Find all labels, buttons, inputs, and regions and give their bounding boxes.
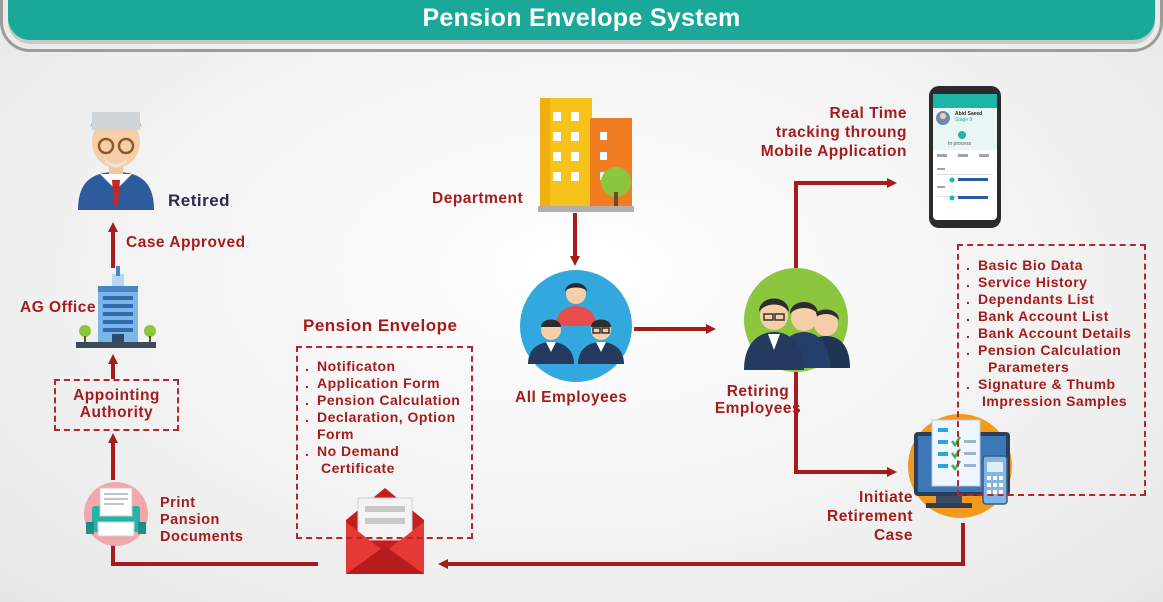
case-item-text: Parameters xyxy=(988,359,1070,375)
case-item-continued: Parameters xyxy=(966,359,1131,376)
case-item: . Bank Account List xyxy=(966,308,1131,325)
all-employees-icon xyxy=(520,270,632,382)
print-documents-line-2: Pansion xyxy=(160,512,220,528)
case-item: . Dependants List xyxy=(966,291,1131,308)
case-item-bullet: . xyxy=(966,257,971,273)
envelope-item-text: Declaration, Option xyxy=(317,409,456,425)
ag-office-label: AG Office xyxy=(20,299,96,316)
case-item-bullet: . xyxy=(966,274,971,290)
case-item-text: Service History xyxy=(978,274,1088,290)
retired-label: Retired xyxy=(168,191,231,210)
case-item-text: Bank Account List xyxy=(978,308,1109,324)
envelope-item: . Notificaton xyxy=(305,358,460,375)
envelope-item-text: Application Form xyxy=(317,375,441,391)
page-title: Pension Envelope System xyxy=(422,4,741,32)
retiring-employees-line-1: Retiring xyxy=(726,383,790,400)
case-item-text: Pension Calculation xyxy=(978,342,1122,358)
title-bar-frame xyxy=(0,0,1163,52)
envelope-item-bullet: . xyxy=(305,443,310,459)
envelope-item: . Application Form xyxy=(305,375,460,392)
initiate-retirement-line-2: Retirement xyxy=(827,508,913,525)
case-item-text: Impression Samples xyxy=(982,393,1128,409)
print-documents-line-1: Print xyxy=(160,495,196,511)
real-time-tracking-line-1: Real Time xyxy=(829,105,907,122)
initiate-retirement-line-1: Initiate xyxy=(859,489,913,506)
case-item: . Pension Calculation xyxy=(966,342,1131,359)
case-item-text: Signature & Thumb xyxy=(978,376,1116,392)
department-building-icon xyxy=(538,98,634,212)
appointing-authority-box xyxy=(54,379,179,431)
appointing-authority-label: Appointing Authority xyxy=(54,387,179,421)
pension-envelope-icon xyxy=(346,488,424,574)
retiring-employees-icon xyxy=(744,268,850,372)
real-time-tracking-line-3: Mobile Application xyxy=(760,143,907,160)
printer-icon xyxy=(84,482,148,546)
arrow-initiate-to-envelope xyxy=(438,523,965,569)
ag-office-building-icon xyxy=(76,266,156,348)
retirement-case-box xyxy=(957,244,1146,496)
pension-envelope-title: Pension Envelope xyxy=(303,316,458,335)
title-bar: Pension Envelope System xyxy=(8,0,1155,40)
arrow-envelope-to-print xyxy=(111,540,318,566)
retiring-employees-line-2: Employees xyxy=(714,400,802,417)
envelope-item-text: Notificaton xyxy=(317,358,396,374)
print-documents-label: Print Pansion Documents xyxy=(160,495,243,546)
appointing-authority-line-1: Appointing xyxy=(73,387,160,404)
retiring-employees-label: Retiring Employees xyxy=(698,383,818,417)
case-item-text: Dependants List xyxy=(978,291,1095,307)
envelope-item-text: No Demand xyxy=(317,443,400,459)
envelope-item-continued: Certificate xyxy=(305,460,460,477)
real-time-tracking-line-2: tracking throung xyxy=(775,124,907,141)
arrow-retiring-to-initiate xyxy=(794,372,897,477)
phone-screen-text: Abid Saeed Stage 9 xyxy=(955,111,982,123)
envelope-item-bullet: . xyxy=(305,409,310,425)
case-item-text: Basic Bio Data xyxy=(978,257,1084,273)
case-approved-label: Case Approved xyxy=(126,234,246,251)
envelope-item-bullet: . xyxy=(305,375,310,391)
retirement-case-list: . Basic Bio Data . Service History . Depend… xyxy=(966,257,1131,410)
pension-envelope-box xyxy=(296,346,473,539)
case-item-text: Bank Account Details xyxy=(978,325,1132,341)
pension-envelope-list: . Notificaton . Application Form . Pension … xyxy=(305,358,460,477)
envelope-item: . Pension Calculation xyxy=(305,392,460,409)
case-item: . Signature & Thumb xyxy=(966,376,1131,393)
envelope-item-text: Pension Calculation xyxy=(317,392,461,408)
case-item: . Bank Account Details xyxy=(966,325,1131,342)
case-item-bullet: . xyxy=(966,291,971,307)
real-time-tracking-label: Real Time tracking throung Mobile Applic… xyxy=(720,104,907,161)
initiate-retirement-line-3: Case xyxy=(873,527,913,544)
phone-status-text: In process xyxy=(948,141,972,147)
envelope-item: . No Demand xyxy=(305,443,460,460)
envelope-item-continued: Form xyxy=(305,426,460,443)
case-item-continued: Impression Samples xyxy=(966,393,1131,410)
mobile-phone-icon xyxy=(929,86,1001,228)
case-item-bullet: . xyxy=(966,325,971,341)
case-item-bullet: . xyxy=(966,342,971,358)
case-item-bullet: . xyxy=(966,308,971,324)
envelope-item-bullet: . xyxy=(305,392,310,408)
arrow-retiring-to-mobile xyxy=(794,178,897,268)
department-label: Department xyxy=(432,190,524,207)
envelope-item-text: Certificate xyxy=(321,460,395,476)
print-documents-line-3: Documents xyxy=(160,529,244,545)
case-item: . Basic Bio Data xyxy=(966,257,1131,274)
phone-user-name: Abid Saeed xyxy=(955,111,983,117)
envelope-item-bullet: . xyxy=(305,358,310,374)
case-item-bullet: . xyxy=(966,376,971,392)
case-item: . Service History xyxy=(966,274,1131,291)
initiate-retirement-label: Initiate Retirement Case xyxy=(800,488,913,545)
appointing-authority-line-2: Authority xyxy=(79,404,154,421)
initiate-retirement-icon xyxy=(908,414,1012,518)
envelope-item-text: Form xyxy=(317,426,354,442)
all-employees-label: All Employees xyxy=(515,389,628,406)
phone-user-tag: Stage 9 xyxy=(955,117,973,123)
envelope-item: . Declaration, Option xyxy=(305,409,460,426)
retired-person-icon xyxy=(78,112,154,210)
